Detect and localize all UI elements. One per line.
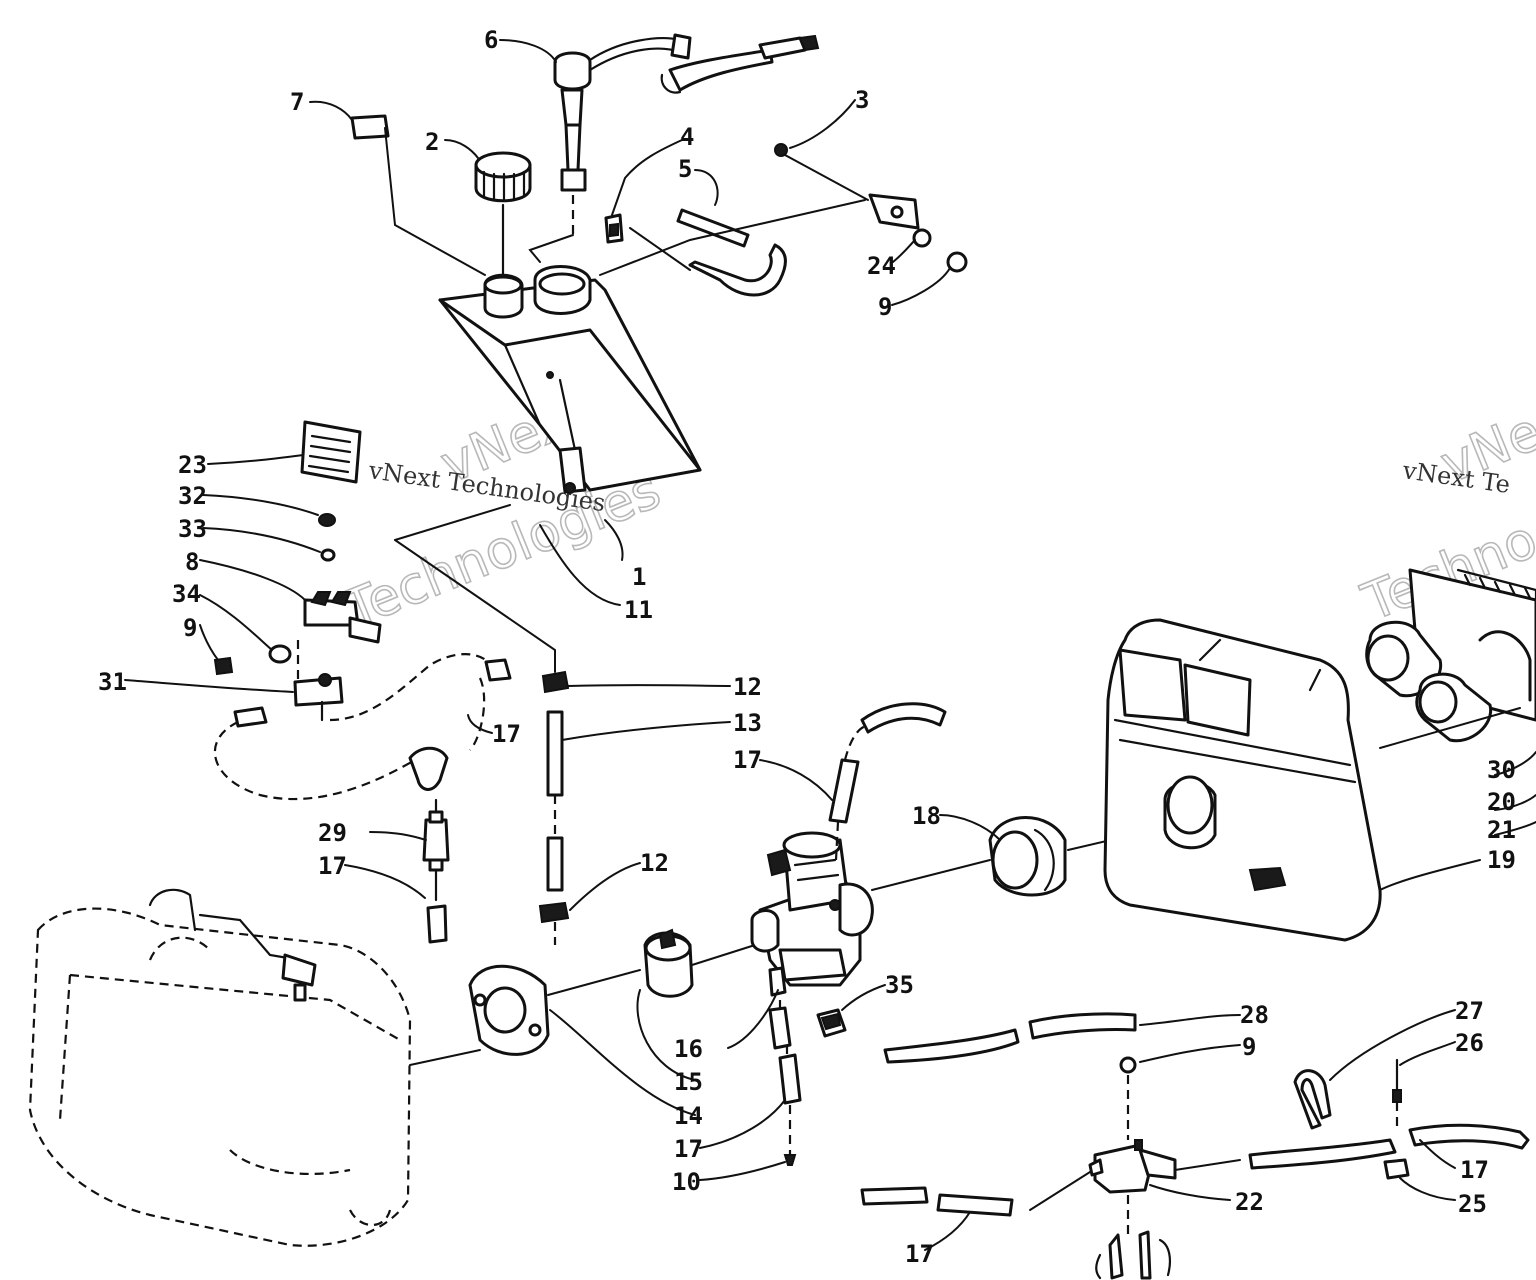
callout-20: 20	[1487, 788, 1516, 816]
callout-21: 21	[1487, 816, 1516, 844]
fuel-gauge-sender	[528, 33, 820, 263]
air-silencer	[1103, 618, 1382, 942]
callout-15: 15	[674, 1068, 703, 1096]
callout-9-pump: 9	[1242, 1033, 1256, 1061]
callout-6: 6	[484, 26, 498, 54]
callout-12-lower: 12	[640, 849, 669, 877]
callout-17-primer: 17	[492, 720, 521, 748]
fuel-tank	[438, 265, 702, 494]
callout-28: 28	[1240, 1001, 1269, 1029]
intake-flange	[468, 964, 641, 1056]
callout-31: 31	[98, 668, 127, 696]
callout-1: 1	[632, 563, 646, 591]
callout-27: 27	[1455, 997, 1484, 1025]
callout-33: 33	[178, 515, 207, 543]
callout-12-upper: 12	[733, 673, 762, 701]
carburetor	[750, 831, 991, 997]
callout-22: 22	[1235, 1188, 1264, 1216]
callout-23: 23	[178, 451, 207, 479]
intake-horns-plate	[1365, 568, 1536, 749]
carb-drain-tubes	[768, 1000, 847, 1166]
callout-14: 14	[674, 1102, 703, 1130]
callout-16: 16	[674, 1035, 703, 1063]
engine-block	[28, 888, 481, 1247]
callout-18: 18	[912, 802, 941, 830]
callout-10: 10	[672, 1168, 701, 1196]
callout-9-bracket: 9	[878, 293, 892, 321]
callout-4: 4	[680, 123, 694, 151]
fuel-pump-and-lines	[860, 1012, 1530, 1280]
callout-17-pump-right: 17	[1460, 1156, 1489, 1184]
primer-assembly	[213, 420, 512, 801]
callout-7: 7	[290, 88, 304, 116]
callout-34: 34	[172, 580, 201, 608]
callout-9-primer: 9	[183, 614, 197, 642]
callout-24: 24	[867, 252, 896, 280]
callout-25: 25	[1458, 1190, 1487, 1218]
callout-32: 32	[178, 482, 207, 510]
callout-19: 19	[1487, 846, 1516, 874]
callout-8: 8	[185, 548, 199, 576]
leader-lines	[124, 39, 1536, 1251]
intake-boot	[988, 816, 1176, 897]
callout-11: 11	[624, 596, 653, 624]
callout-5: 5	[678, 155, 692, 183]
callout-17-filter: 17	[318, 852, 347, 880]
vent-fitting-and-hoses	[599, 143, 968, 297]
callout-2: 2	[425, 128, 439, 156]
fuel-line-with-clamps	[394, 504, 570, 945]
callout-30: 30	[1487, 756, 1516, 784]
fuel-filter	[422, 798, 450, 944]
tank-cap	[474, 151, 532, 277]
callouts: 1 2 3 4 5 6 7 8 9 9 9 10 11 12 12 13 14 …	[98, 26, 1516, 1268]
callout-35: 35	[885, 971, 914, 999]
callout-29: 29	[318, 819, 347, 847]
carb-vent-tube	[828, 702, 947, 861]
carburetor-clamp	[643, 928, 756, 998]
callout-26: 26	[1455, 1029, 1484, 1057]
callout-17-vent: 17	[733, 746, 762, 774]
callout-17-drain: 17	[674, 1135, 703, 1163]
callout-13: 13	[733, 709, 762, 737]
warning-decal	[350, 114, 486, 276]
callout-3: 3	[855, 86, 869, 114]
callout-17-pump-lower: 17	[905, 1240, 934, 1268]
